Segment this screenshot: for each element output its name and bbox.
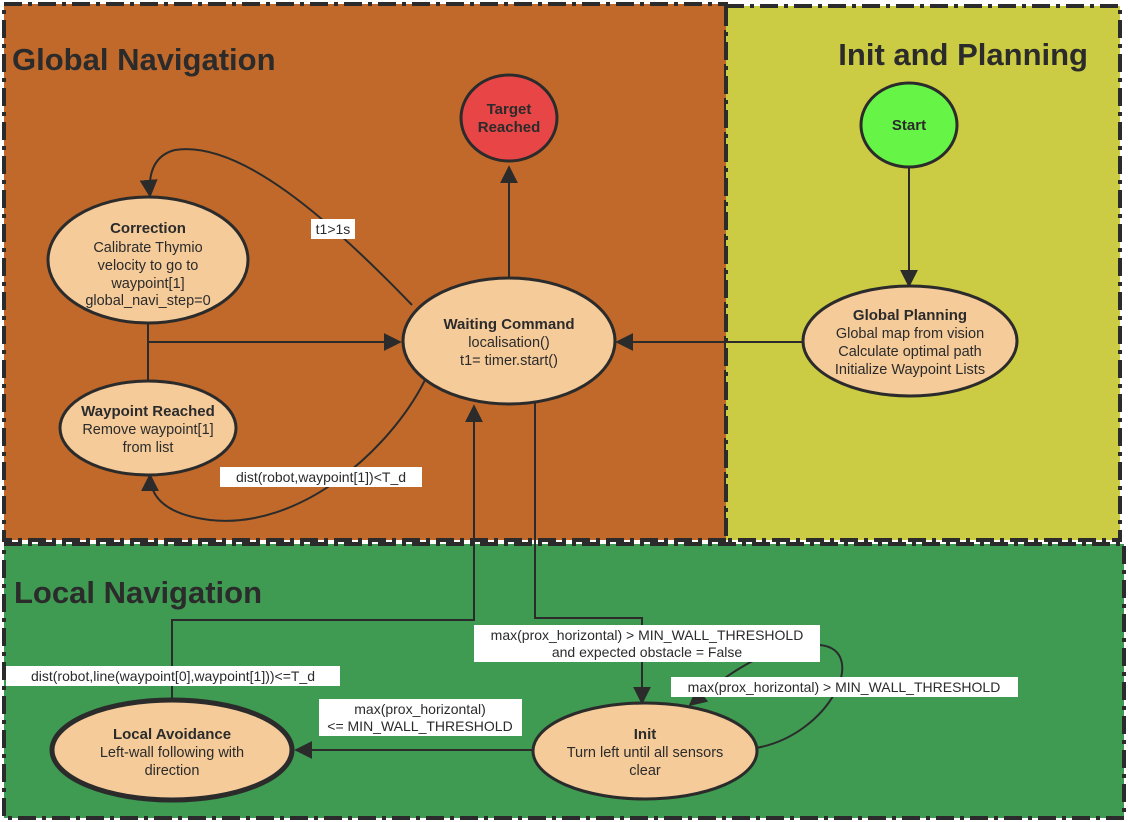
waiting-command-line-1: localisation() — [468, 335, 549, 351]
node-global-planning: Global Planning Global map from vision C… — [801, 284, 1019, 398]
waypoint-reached-shape — [58, 379, 238, 477]
waypoint-reached-line-2: from list — [123, 440, 174, 456]
global-planning-shape — [801, 284, 1019, 398]
edge-avoidance-to-waiting — [171, 404, 483, 700]
correction-shape — [46, 195, 250, 325]
target-reached-shape — [459, 73, 559, 163]
init-planning-title: Init and Planning — [838, 37, 1088, 72]
edge-waiting-to-waypoint — [141, 379, 426, 522]
local-avoidance-line-2: direction — [145, 763, 200, 779]
edge-label-back-on-line-text: dist(robot,line(waypoint[0],waypoint[1])… — [31, 668, 315, 684]
waypoint-reached-line-1: Remove waypoint[1] — [82, 422, 213, 438]
global-planning-line-2: Calculate optimal path — [838, 344, 981, 360]
correction-line-4: global_navi_step=0 — [85, 293, 210, 309]
start-label: Start — [892, 117, 926, 134]
global-planning-title: Global Planning — [853, 307, 967, 324]
correction-title: Correction — [110, 220, 186, 237]
node-local-avoidance: Local Avoidance Left-wall following with… — [49, 697, 295, 803]
global-planning-line-1: Global map from vision — [836, 326, 984, 342]
node-waiting-command: Waiting Command localisation() t1= timer… — [401, 276, 617, 406]
target-reached-label-line1: Target — [487, 101, 532, 118]
edge-label-back-on-line: dist(robot,line(waypoint[0],waypoint[1])… — [6, 666, 340, 686]
correction-line-2: velocity to go to — [98, 258, 199, 274]
edge-label-init-loop-text: max(prox_horizontal) > MIN_WALL_THRESHOL… — [688, 679, 1001, 695]
target-reached-label-line2: Reached — [478, 119, 541, 136]
correction-line-3: waypoint[1] — [110, 276, 184, 292]
edge-label-obstacle-bg — [474, 625, 820, 662]
edge-label-wall-clear-bg — [319, 699, 522, 736]
start-shape — [859, 81, 959, 169]
node-target-reached: Target Reached — [459, 73, 559, 163]
edge-label-dist-waypoint: dist(robot,waypoint[1])<T_d — [220, 467, 422, 487]
edge-label-t1: t1>1s — [311, 219, 355, 239]
waypoint-reached-title: Waypoint Reached — [81, 403, 215, 420]
local-avoidance-title: Local Avoidance — [113, 726, 231, 743]
waiting-command-line-2: t1= timer.start() — [460, 353, 558, 369]
edge-label-t1-text: t1>1s — [316, 221, 351, 237]
init-line-1: Turn left until all sensors — [567, 745, 724, 761]
init-line-2: clear — [629, 763, 661, 779]
waiting-command-title: Waiting Command — [443, 316, 574, 333]
edge-waiting-to-correction — [139, 148, 413, 306]
edge-label-dist-waypoint-text: dist(robot,waypoint[1])<T_d — [236, 469, 406, 485]
init-title: Init — [634, 726, 657, 743]
edge-label-wall-clear-line-2: <= MIN_WALL_THRESHOLD — [327, 718, 512, 734]
edge-label-dist-waypoint-bg — [220, 467, 422, 487]
local-avoidance-line-1: Left-wall following with — [100, 745, 244, 761]
edge-label-obstacle-line-1: max(prox_horizontal) > MIN_WALL_THRESHOL… — [491, 627, 804, 643]
edge-label-obstacle-line-2: and expected obstacle = False — [552, 644, 743, 660]
edge-label-init-loop-bg — [671, 677, 1018, 697]
node-init: Init Turn left until all sensors clear — [531, 701, 759, 801]
edge-label-init-loop: max(prox_horizontal) > MIN_WALL_THRESHOL… — [671, 677, 1018, 697]
local-navigation-title: Local Navigation — [14, 575, 262, 610]
edge-label-obstacle: max(prox_horizontal) > MIN_WALL_THRESHOL… — [474, 625, 820, 662]
correction-line-1: Calibrate Thymio — [93, 240, 202, 256]
edge-label-wall-clear-line-1: max(prox_horizontal) — [354, 701, 486, 717]
global-navigation-title: Global Navigation — [12, 42, 276, 77]
global-planning-line-3: Initialize Waypoint Lists — [835, 362, 985, 378]
edge-label-t1-bg — [311, 219, 355, 239]
waiting-command-shape — [401, 276, 617, 406]
node-correction: Correction Calibrate Thymio velocity to … — [46, 195, 250, 325]
local-avoidance-shape — [49, 697, 295, 803]
node-waypoint-reached: Waypoint Reached Remove waypoint[1] from… — [58, 379, 238, 477]
node-start: Start — [859, 81, 959, 169]
edge-label-wall-clear: max(prox_horizontal) <= MIN_WALL_THRESHO… — [319, 699, 522, 736]
edge-label-back-on-line-bg — [6, 666, 340, 686]
init-shape — [531, 701, 759, 801]
